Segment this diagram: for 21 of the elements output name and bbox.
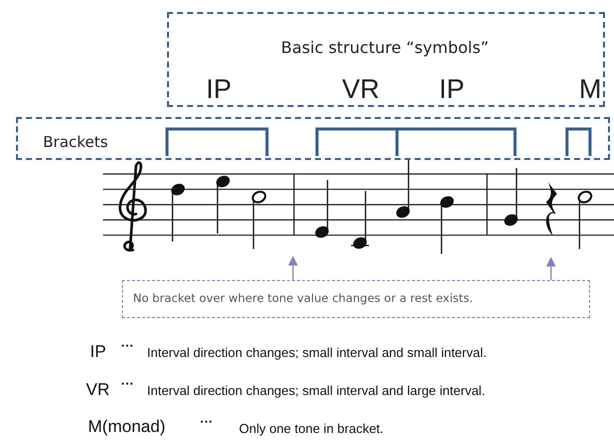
symbol-abbreviation: IP xyxy=(90,342,106,362)
definition-text: Interval direction changes; small interval and small interval. xyxy=(147,345,487,360)
note-box xyxy=(122,280,590,318)
symbol-label: IP xyxy=(206,74,232,105)
symbol-label: IP xyxy=(439,74,465,105)
symbols-panel xyxy=(167,12,605,107)
arrow xyxy=(288,256,298,280)
ellipsis-mark: ··· xyxy=(121,376,134,391)
definition-text: Only one tone in bracket. xyxy=(239,421,384,436)
symbol-abbreviation: M(monad) xyxy=(88,417,166,437)
brackets-band xyxy=(16,117,610,160)
symbol-abbreviation: VR xyxy=(86,380,110,400)
symbol-label: VR xyxy=(342,74,380,105)
note-text: No bracket over where tone value changes or a rest exists. xyxy=(133,291,473,305)
arrow xyxy=(546,258,556,280)
ellipsis-mark: ··· xyxy=(200,414,213,429)
ellipsis-mark: ··· xyxy=(121,338,134,353)
panel-heading: Basic structure “symbols” xyxy=(281,38,489,57)
band-label: Brackets xyxy=(43,133,108,151)
symbol-label: M xyxy=(579,74,602,105)
definition-text: Interval direction changes; small interval and large interval. xyxy=(147,383,486,398)
